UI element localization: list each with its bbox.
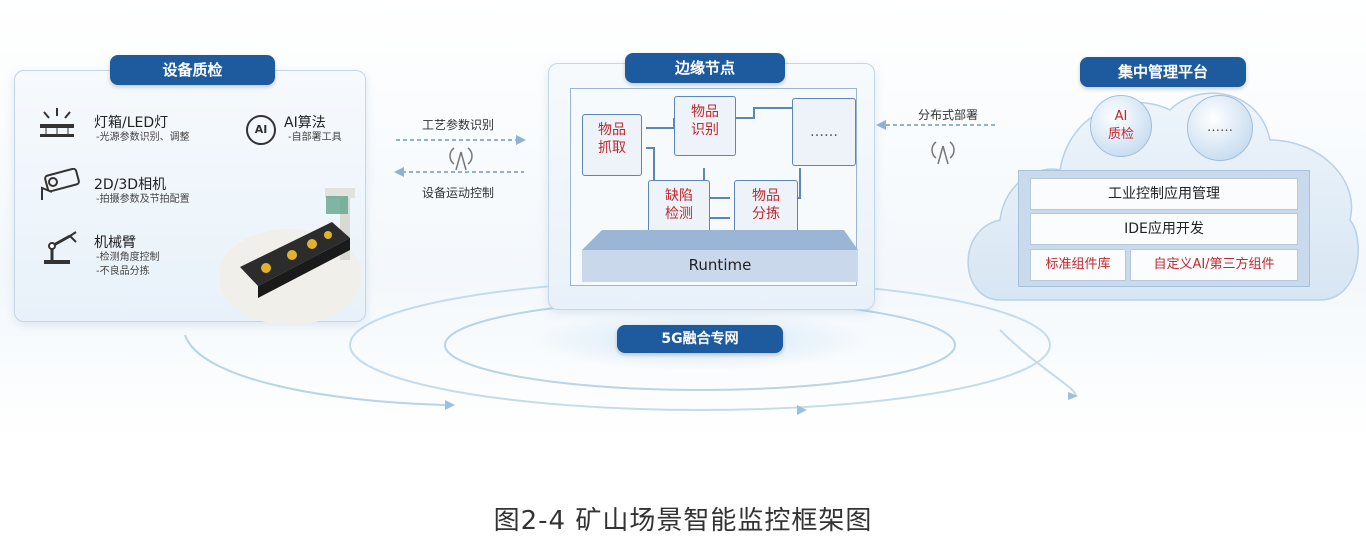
arm-title: 机械臂 [94, 235, 136, 251]
arrow-head [445, 400, 455, 410]
light-sub: -光源参数识别、调整 [96, 132, 190, 143]
ai-sub: -自部署工具 [288, 132, 342, 143]
link-arrows-left [394, 135, 526, 177]
antenna-icon [931, 141, 955, 165]
runtime-platform [582, 230, 858, 282]
platform-row-custom: 自定义AI/第三方组件 [1130, 249, 1298, 281]
camera-icon [41, 168, 80, 200]
ai-badge-icon: AI [246, 115, 276, 145]
arm-sub-2: -不良品分拣 [96, 266, 150, 277]
bubble-more: …… [1187, 95, 1253, 161]
runtime-label: Runtime [688, 256, 752, 274]
light-title: 灯箱/LED灯 [94, 115, 169, 131]
module-grab: 物品 抓取 [582, 114, 642, 176]
light-icon [40, 108, 74, 137]
platform-row-ide: IDE应用开发 [1030, 213, 1298, 245]
network-label: 5G融合专网 [617, 325, 783, 353]
figure-caption: 图2-4 矿山场景智能监控框架图 [493, 506, 873, 536]
module-more: …… [792, 98, 856, 166]
device-panel-title: 设备质检 [110, 55, 275, 85]
robot-arm-icon [44, 231, 77, 264]
link-arrow-right [876, 120, 996, 130]
module-recognize: 物品 识别 [674, 96, 736, 156]
arm-sub-1: -检测角度控制 [96, 252, 160, 263]
arrow-head [797, 405, 807, 415]
ripple-arc [999, 329, 1077, 397]
platform-row-app-manage: 工业控制应用管理 [1030, 178, 1298, 210]
ripple-arc [184, 334, 446, 406]
link-right-label: 分布式部署 [918, 108, 979, 122]
arrow-head [1068, 392, 1078, 400]
link-bottom-label: 设备运动控制 [422, 186, 495, 200]
platform-row-std-lib: 标准组件库 [1030, 249, 1126, 281]
platform-title: 集中管理平台 [1080, 57, 1246, 87]
conveyor-illustration [220, 188, 362, 325]
camera-title: 2D/3D相机 [94, 177, 167, 193]
bubble-ai-quality: AI 质检 [1090, 95, 1152, 157]
antenna-icon [449, 147, 473, 171]
ai-title: AI算法 [284, 115, 326, 131]
edge-node-title: 边缘节点 [625, 53, 785, 83]
link-top-label: 工艺参数识别 [422, 118, 495, 132]
camera-sub: -拍摄参数及节拍配置 [96, 194, 190, 205]
